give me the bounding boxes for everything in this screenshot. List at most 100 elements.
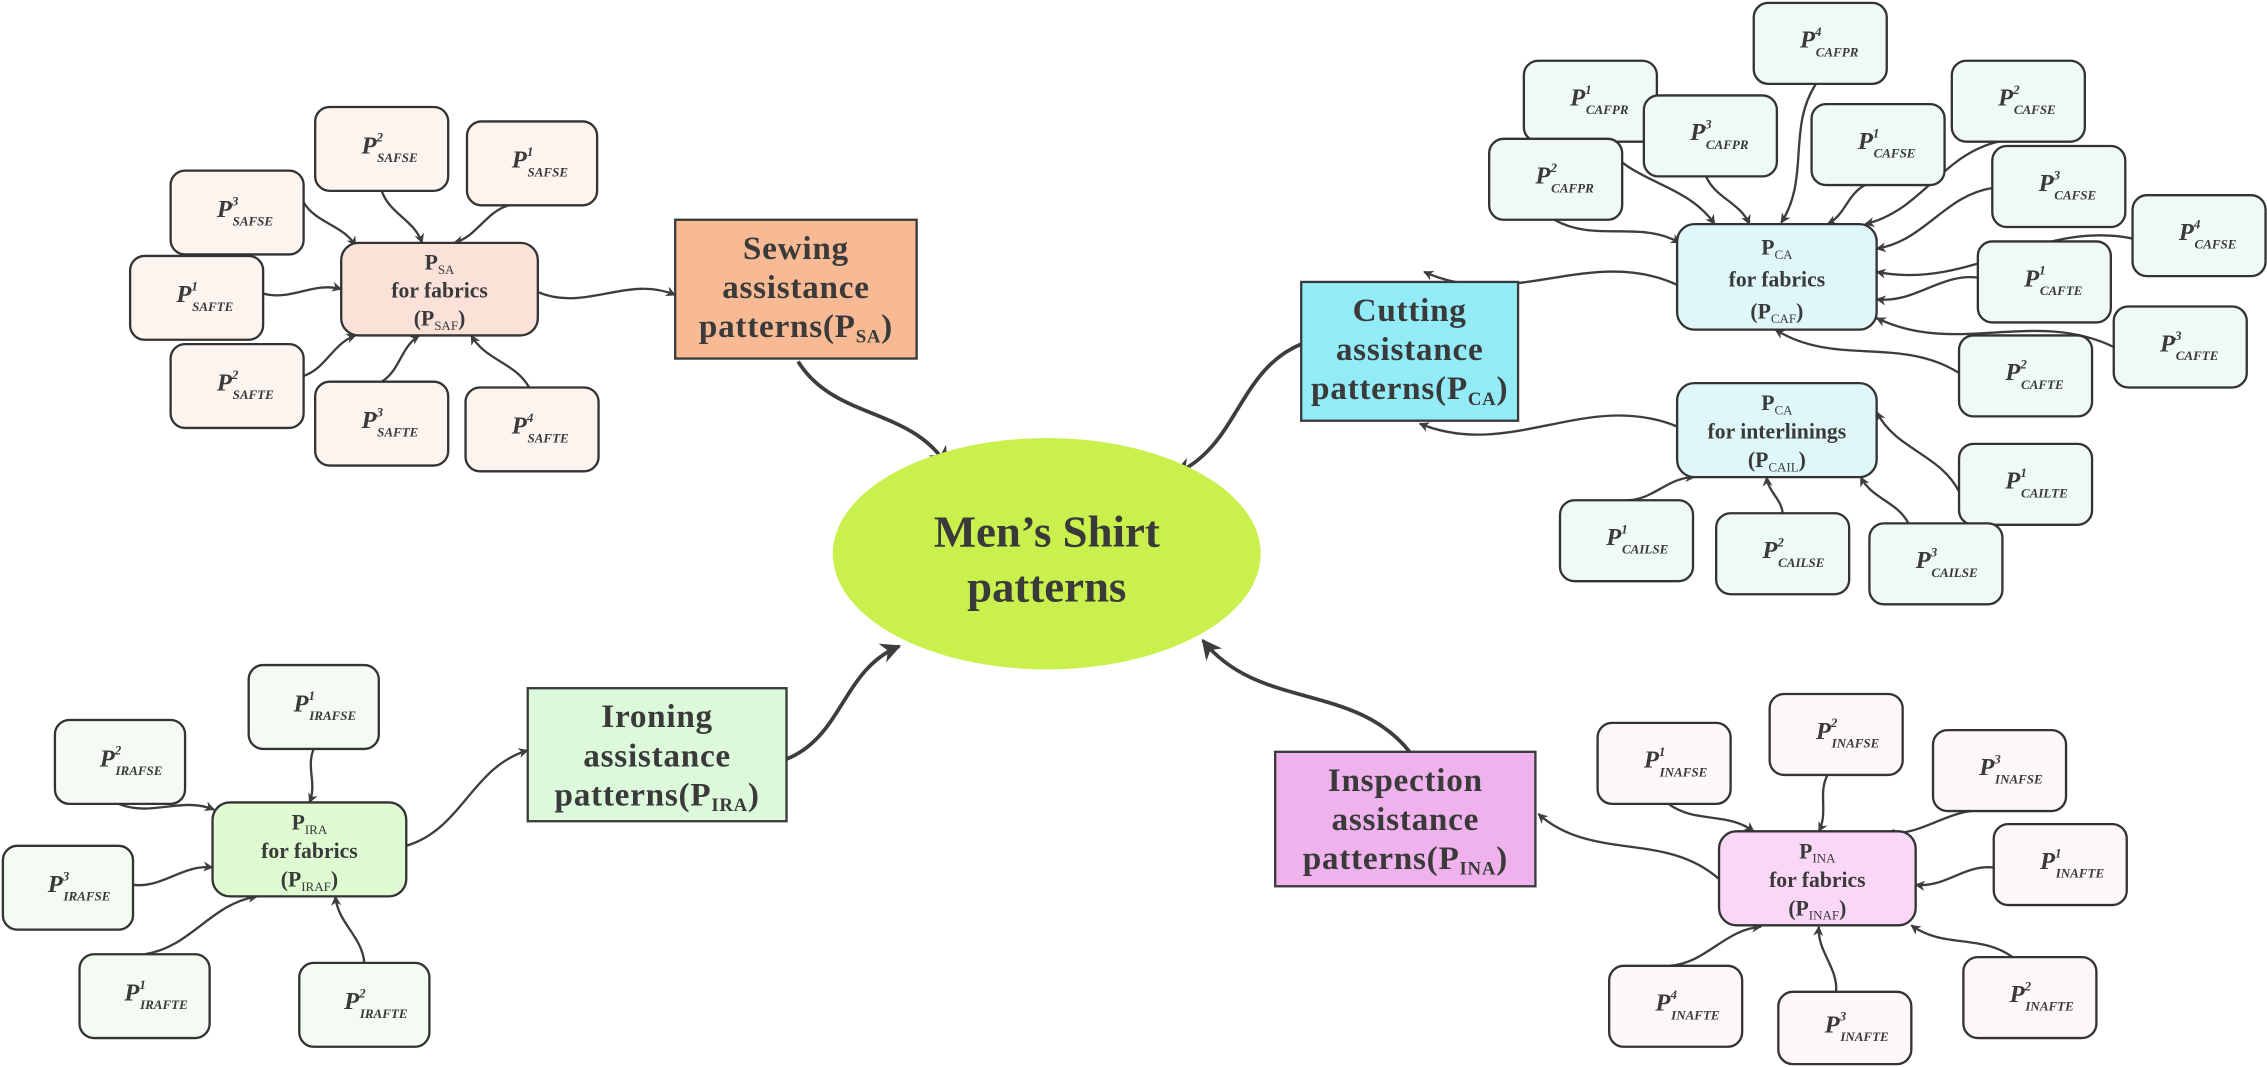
center-ellipse [832,438,1261,670]
connector-arrow [132,861,214,887]
center-title-line: patterns [967,561,1126,611]
box-shape [1274,750,1537,888]
leaf-shape [1768,692,1904,777]
box-label-line: patterns(PSA) [699,308,893,348]
connector-arrow [331,895,366,964]
connector-arrow [537,286,677,300]
hub-abbrev: (PCAF) [1750,299,1803,325]
connector-arrow [1774,328,1960,374]
box-label-line: Inspection [1328,762,1483,799]
hub-abbrev: (PSAF) [414,307,466,333]
leaf-shape [1931,728,2068,813]
hub-label: for interlinings [1708,420,1847,444]
hub-title: PINA [1799,839,1836,865]
leaf-shape [1992,822,2128,907]
leaf-shape [2131,194,2267,278]
hub-label: for fabrics [261,839,358,863]
hub-shape [1675,381,1878,479]
leaf-shape [1558,499,1695,583]
leaf-shape [1991,144,2127,229]
connector-arrow [785,643,902,761]
box-label-line: assistance [722,269,870,306]
box-label-line: Sewing [743,230,849,267]
connector-arrow [380,190,424,244]
leaf-shape [1596,721,1732,806]
connector-arrow [144,892,259,956]
leaf-shape [464,386,600,473]
hub-title: PSA [425,251,455,277]
box-label-line: assistance [583,737,731,774]
leaf-shape [53,718,187,806]
leaf-shape [247,663,380,751]
leaf-shape [1488,137,1624,221]
leaf-shape [169,342,305,430]
connector-arrow [1704,175,1751,226]
connector-arrow [1762,476,1784,514]
leaf-shape [314,380,450,467]
connector-arrow [303,333,357,378]
leaf-shape [1976,240,2113,324]
connector-arrow [1910,924,2014,959]
leaf-shape [1957,442,2094,526]
hub-abbrev: (PINAF) [1788,896,1846,922]
hub-title: PCA [1761,235,1793,261]
leaf-shape [1810,102,1946,187]
hub-abbrev: (PIRAF) [281,867,338,893]
box-shape [526,687,788,823]
connector-arrow [796,360,949,468]
leaf-shape [1,844,135,931]
leaf-shape [1608,964,1744,1048]
connector-arrow [1875,411,1961,493]
connector-arrow [1780,83,1817,224]
connector-arrow [1537,813,1720,880]
connector-arrow [1667,802,1755,833]
hub-shape [211,801,408,898]
leaf-shape [1714,512,1851,596]
hub-title: PCA [1761,391,1793,417]
leaf-shape [2112,305,2248,389]
hub-label: for fabrics [1729,267,1826,291]
cutting-hub-node: PCA for fabrics (PCAF) [1675,222,1878,331]
connector-arrow [1553,218,1681,244]
